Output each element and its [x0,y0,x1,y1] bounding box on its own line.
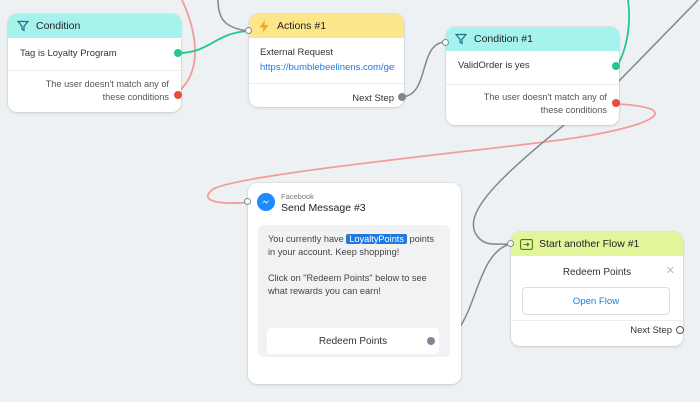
flow-icon [519,237,533,251]
actions-node[interactable]: Actions #1 External Request https://bumb… [245,14,406,107]
flow-name: Redeem Points [562,267,632,278]
action-label: External Request [260,47,333,58]
next-step-port[interactable] [676,326,684,334]
input-port[interactable] [507,240,514,247]
message-text-second: Click on "Redeem Points" below to see wh… [268,273,427,296]
condition-rule: ValidOrder is yes [458,60,530,71]
close-icon[interactable]: ✕ [665,265,675,277]
action-url[interactable]: https://bumblebeelinens.com/getl [260,62,395,73]
fail-port[interactable] [174,91,182,99]
wire-fail-to-message [207,103,656,205]
input-port[interactable] [244,198,251,205]
node-title: Condition [36,20,81,32]
wire-top-grey-a [217,0,249,32]
lightning-icon [257,19,271,33]
flow-node-header: Start another Flow #1 [511,232,683,256]
input-port[interactable] [245,27,252,34]
message-text: You currently have LoyaltyPoints points … [268,234,435,257]
filter-icon [454,32,468,46]
divider [8,70,181,71]
variable-token: LoyaltyPoints [346,234,407,244]
input-port[interactable] [442,39,449,46]
node-title: Condition #1 [474,33,533,45]
fail-text: The user doesn't match any of these cond… [483,92,607,115]
next-step-label: Next Step [630,325,672,336]
redeem-points-button[interactable]: Redeem Points [267,328,439,354]
condition-node[interactable]: Condition Tag is Loyalty Program The use… [8,14,182,112]
success-port[interactable] [612,62,620,70]
success-port[interactable] [174,49,182,57]
node-title: Send Message #3 [281,202,366,214]
divider [446,84,619,85]
condition-node-header: Condition #1 [446,27,619,51]
node-title: Start another Flow #1 [539,238,640,250]
condition-node-header: Condition [8,14,181,38]
condition-rule: Tag is Loyalty Program [20,48,117,59]
start-flow-node[interactable]: Start another Flow #1 ✕ Redeem Points Op… [507,232,684,346]
fail-port[interactable] [612,99,620,107]
divider [511,320,683,321]
open-flow-button[interactable]: Open Flow [522,287,670,315]
button-port[interactable] [427,337,435,345]
button-label: Redeem Points [318,335,388,347]
divider [249,83,404,84]
condition-node-1[interactable]: Condition #1 ValidOrder is yes The user … [442,27,620,125]
platform-label: Facebook [281,192,314,201]
send-message-node[interactable]: Facebook Send Message #3 You currently h… [244,183,461,384]
node-title: Actions #1 [277,20,327,32]
messenger-icon [257,193,275,211]
filter-icon [16,19,30,33]
next-step-port[interactable] [398,93,406,101]
wire-actions-to-condition [401,41,445,98]
actions-node-header: Actions #1 [249,14,404,38]
wire-top-red [177,0,196,93]
next-step-label: Next Step [352,93,394,104]
fail-text: The user doesn't match any of these cond… [45,79,169,102]
wire-condition-to-actions [177,30,249,54]
